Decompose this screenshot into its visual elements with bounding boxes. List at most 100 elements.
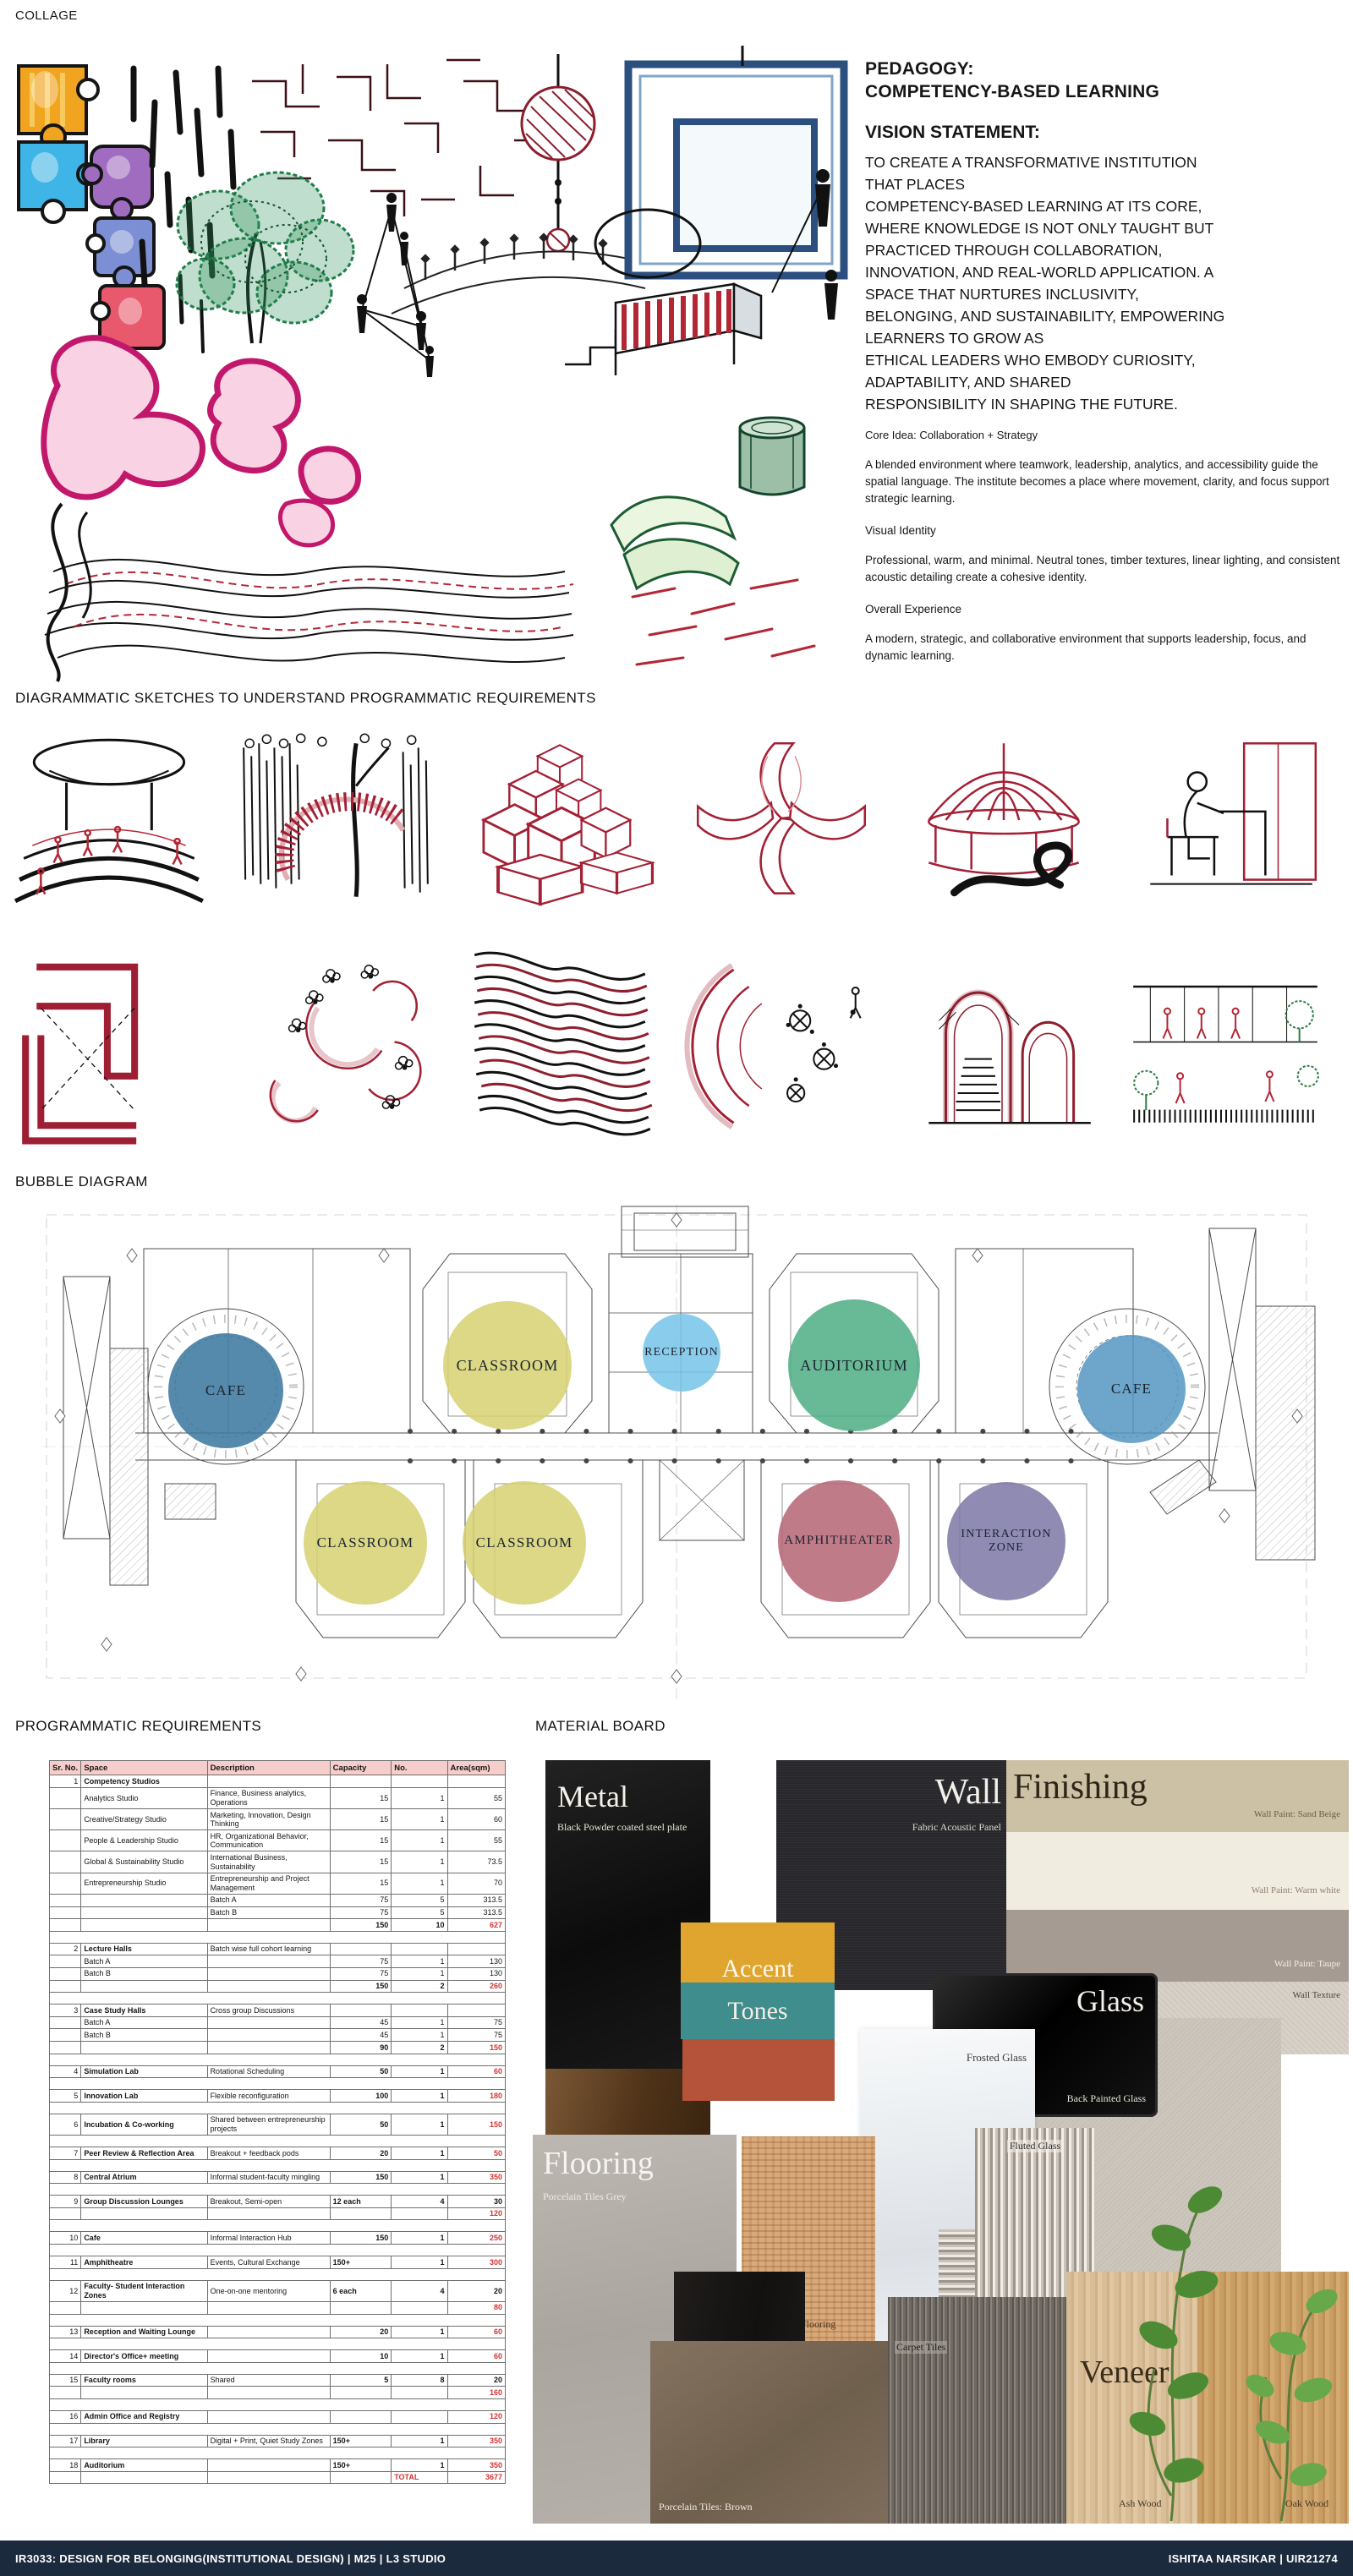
frosted-label: Frosted Glass xyxy=(966,2051,1027,2064)
sketch-person-at-desk xyxy=(1150,742,1317,885)
green-cylinder xyxy=(738,416,806,496)
table-row xyxy=(49,2244,506,2257)
core-idea: Core Idea: Collaboration + Strategy xyxy=(865,429,1038,442)
glass-title: Glass xyxy=(1076,1984,1144,2018)
table-row xyxy=(49,2101,506,2114)
table-row xyxy=(49,2313,506,2327)
table-row: 160 xyxy=(48,2386,507,2399)
bubble-diagram: CAFE CLASSROOM RECEPTION AUDITORIUM CAFE… xyxy=(25,1205,1328,1705)
sketch-dome-gazebo xyxy=(927,743,1080,897)
table-row xyxy=(49,2338,506,2351)
sketch-facade-people xyxy=(1133,985,1320,1123)
plant-illustration xyxy=(1129,2186,1338,2522)
footer-bar: IR3033: DESIGN FOR BELONGING(INSTITUTION… xyxy=(0,2540,1353,2576)
tones-label: Tones xyxy=(727,1996,788,2025)
sketch-wavy-lines xyxy=(473,951,654,1136)
porcelain-brown-label: Porcelain Tiles: Brown xyxy=(659,2501,753,2513)
pink-blobs xyxy=(41,335,362,548)
bubble-interaction-zone: INTERACTION ZONE xyxy=(947,1482,1065,1600)
visual-identity-body: Professional, warm, and minimal. Neutral… xyxy=(865,554,1340,584)
material-board: Wall Paint: Sand Beige Wall Paint: Warm … xyxy=(533,1760,1349,2525)
bubble-label: AUDITORIUM xyxy=(800,1356,908,1374)
topo-lines xyxy=(44,502,574,682)
oak-label: Oak Wood xyxy=(1285,2497,1329,2509)
visual-identity-heading: Visual Identity xyxy=(865,524,936,538)
sketch-arched-niche xyxy=(928,989,1091,1124)
porcelain-brown-swatch: Porcelain Tiles: Brown xyxy=(650,2341,888,2524)
accent-rust-swatch xyxy=(682,2039,835,2101)
vision-heading: VISION STATEMENT: xyxy=(865,122,1040,142)
accent-teal-swatch: Tones xyxy=(681,1983,835,2039)
table-row: 80 xyxy=(48,2300,507,2315)
metal-swatch: Metal Black Powder coated steel plate xyxy=(545,1760,710,2069)
bubble-label: CLASSROOM xyxy=(456,1356,559,1374)
paint-warm-swatch xyxy=(1006,1832,1349,1910)
sketch-grid xyxy=(7,714,1346,1158)
col-capacity: Capacity xyxy=(329,1759,392,1776)
pedagogy-text-block: PEDAGOGY: COMPETENCY-BASED LEARNING VISI… xyxy=(865,57,1344,665)
bubble-label: CAFE xyxy=(1110,1381,1153,1397)
sketches-heading: DIAGRAMMATIC SKETCHES TO UNDERSTAND PROG… xyxy=(15,690,596,706)
back-painted-label: Back Painted Glass xyxy=(1066,2092,1146,2104)
table-row xyxy=(49,1992,506,2005)
program-heading: PROGRAMMATIC REQUIREMENTS xyxy=(15,1718,262,1734)
finishing-title: Finishing xyxy=(1013,1768,1148,1807)
col-area: Area(sqm) xyxy=(446,1759,507,1776)
bubble-cafe-right: CAFE xyxy=(1077,1335,1186,1443)
table-row xyxy=(49,2267,506,2281)
bubble-classroom-bottom-mid: CLASSROOM xyxy=(463,1481,586,1605)
accent-label: Accent xyxy=(721,1955,794,1983)
wall-sub: Fabric Acoustic Panel xyxy=(912,1821,1001,1833)
puzzle-pieces-illustration xyxy=(17,64,166,350)
bubble-diagram-heading: BUBBLE DIAGRAM xyxy=(15,1173,148,1190)
fluted-label: Fluted Glass xyxy=(1006,2140,1064,2152)
sketch-curved-panels xyxy=(697,742,867,894)
table-row: 120 xyxy=(48,2207,507,2221)
wall-texture-label: Wall Texture xyxy=(1292,1990,1340,2000)
program-table: Sr. No. Space Description Capacity No. A… xyxy=(48,1759,507,2485)
metal-title: Metal xyxy=(557,1780,628,1813)
carpet-swatch: Carpet Tiles xyxy=(888,2297,1066,2524)
maze-lines xyxy=(252,58,548,216)
col-no: No. xyxy=(391,1759,448,1776)
flooring-sub: Porcelain Tiles Grey xyxy=(543,2190,627,2202)
col-space: Space xyxy=(80,1759,208,1776)
bubble-label: RECEPTION xyxy=(644,1345,719,1359)
bubble-cafe-left: CAFE xyxy=(168,1333,283,1448)
sketch-isometric-blocks xyxy=(482,744,654,906)
paint-sand-swatch xyxy=(1006,1760,1349,1832)
table-row xyxy=(49,2183,506,2196)
collage-heading: COLLAGE xyxy=(15,8,78,23)
overall-heading: Overall Experience xyxy=(865,603,962,616)
blended-paragraph: A blended environment where teamwork, le… xyxy=(865,458,1329,506)
green-ribbon xyxy=(610,495,740,591)
bubble-classroom-top: CLASSROOM xyxy=(443,1301,572,1430)
collage-artwork xyxy=(17,46,848,682)
footer-right-text: ISHITAA NARSIKAR | UIR21274 xyxy=(1168,2551,1338,2565)
table-row xyxy=(49,2219,506,2233)
bubble-reception: RECEPTION xyxy=(643,1314,720,1392)
table-row xyxy=(49,2361,506,2375)
bubble-label: INTERACTION ZONE xyxy=(961,1527,1052,1554)
sketch-forest-fence xyxy=(243,733,430,897)
